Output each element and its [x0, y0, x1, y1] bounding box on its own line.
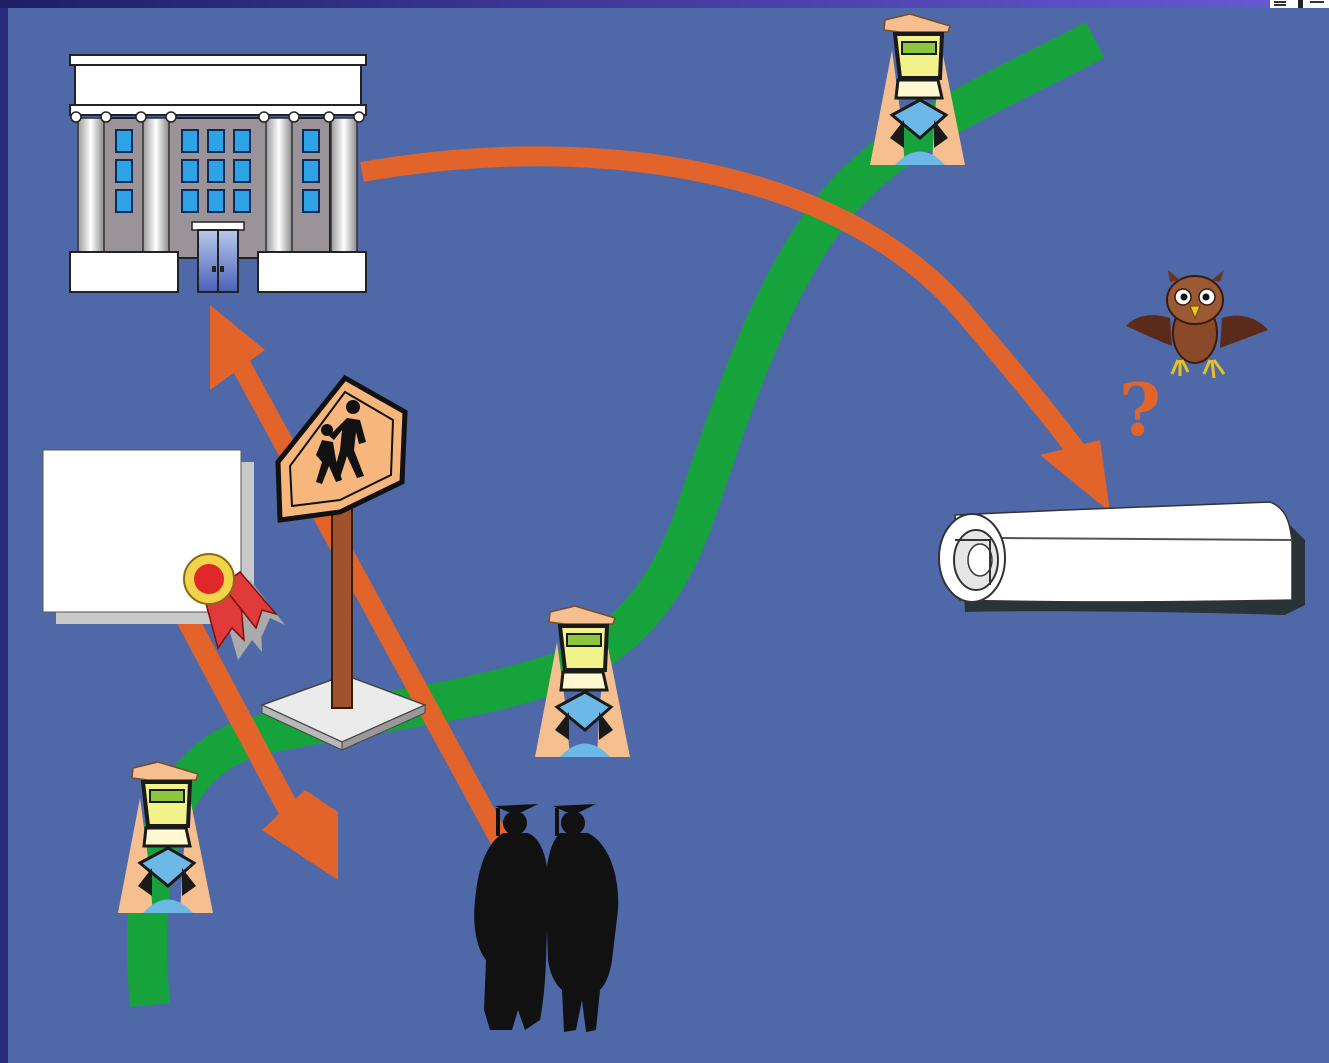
question-mark: ? — [1119, 367, 1161, 452]
top-frame — [0, 0, 1329, 8]
school-building-icon — [70, 55, 366, 292]
corner-logo-icon — [1270, 0, 1329, 8]
diploma-scroll-icon — [939, 502, 1305, 615]
left-frame — [0, 0, 8, 1063]
